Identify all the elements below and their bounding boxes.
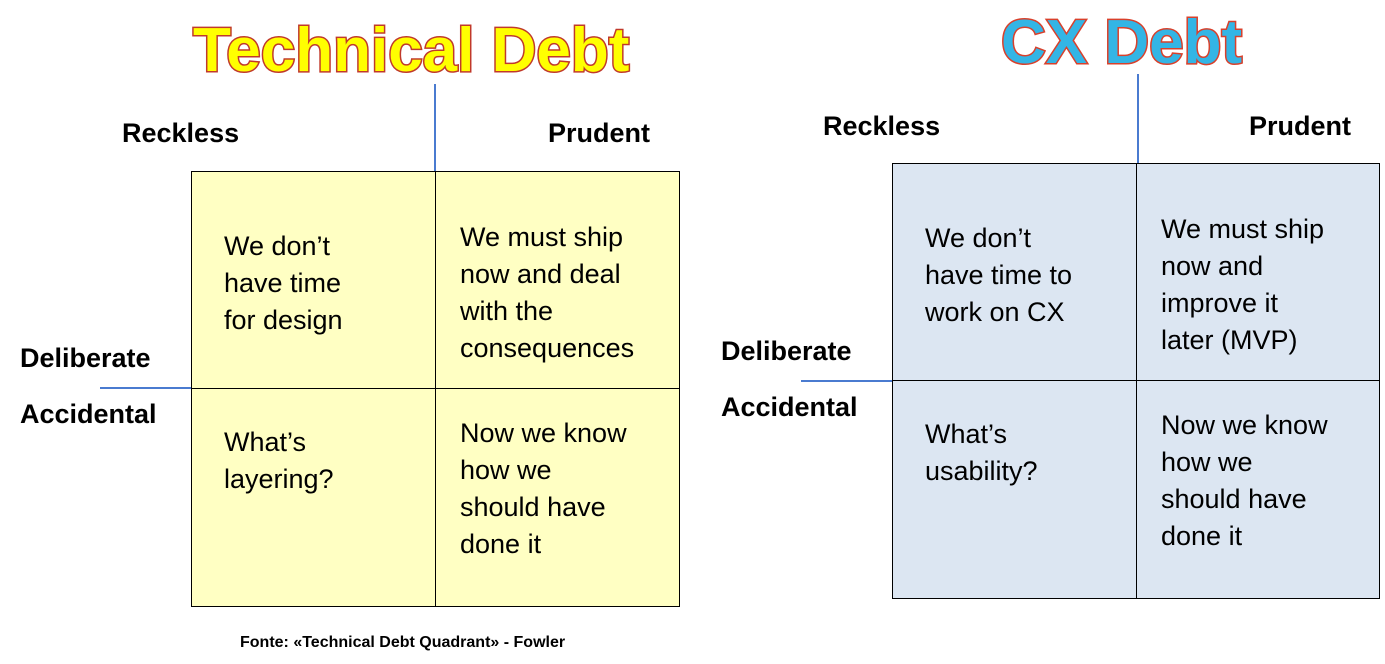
technical-title-connector <box>434 84 436 172</box>
cx-prudent-accidental-text: Now we know how we should have done it <box>1161 410 1328 551</box>
cx-reckless-label: Reckless <box>823 111 941 141</box>
technical-grid-vertical-divider <box>435 172 436 606</box>
cx-reckless-accidental-text: What’s usability? <box>925 419 1038 486</box>
technical-accidental-label: Accidental <box>20 399 157 429</box>
cx-axis-connector <box>801 380 893 382</box>
cx-debt-title: CX Debt <box>999 8 1243 77</box>
cx-deliberate-label: Deliberate <box>721 336 852 366</box>
technical-axis-connector <box>100 387 192 389</box>
cx-title-connector <box>1137 74 1139 164</box>
technical-deliberate-label: Deliberate <box>20 343 151 373</box>
technical-prudent-deliberate-text: We must ship now and deal with the conse… <box>460 222 635 363</box>
cx-grid-horizontal-divider <box>893 380 1379 381</box>
cx-debt-quadrant-grid: We don’t have time to work on CX We must… <box>892 163 1380 599</box>
technical-prudent-accidental-text: Now we know how we should have done it <box>460 418 627 559</box>
cx-prudent-deliberate-text: We must ship now and improve it later (M… <box>1161 214 1325 355</box>
technical-reckless-accidental-text: What’s layering? <box>224 427 334 494</box>
cx-grid-vertical-divider <box>1136 164 1137 598</box>
cx-accidental-label: Accidental <box>721 392 858 422</box>
cx-prudent-label: Prudent <box>1249 111 1352 141</box>
cx-reckless-deliberate-text: We don’t have time to work on CX <box>925 223 1073 327</box>
technical-debt-title: Technical Debt <box>191 16 630 85</box>
source-citation: Fonte: «Technical Debt Quadrant» - Fowle… <box>240 634 566 651</box>
technical-prudent-label: Prudent <box>548 118 651 148</box>
technical-reckless-label: Reckless <box>122 118 240 148</box>
technical-reckless-deliberate-text: We don’t have time for design <box>224 231 343 335</box>
technical-grid-horizontal-divider <box>192 388 679 389</box>
technical-debt-quadrant-grid: We don’t have time for design We must sh… <box>191 171 680 607</box>
